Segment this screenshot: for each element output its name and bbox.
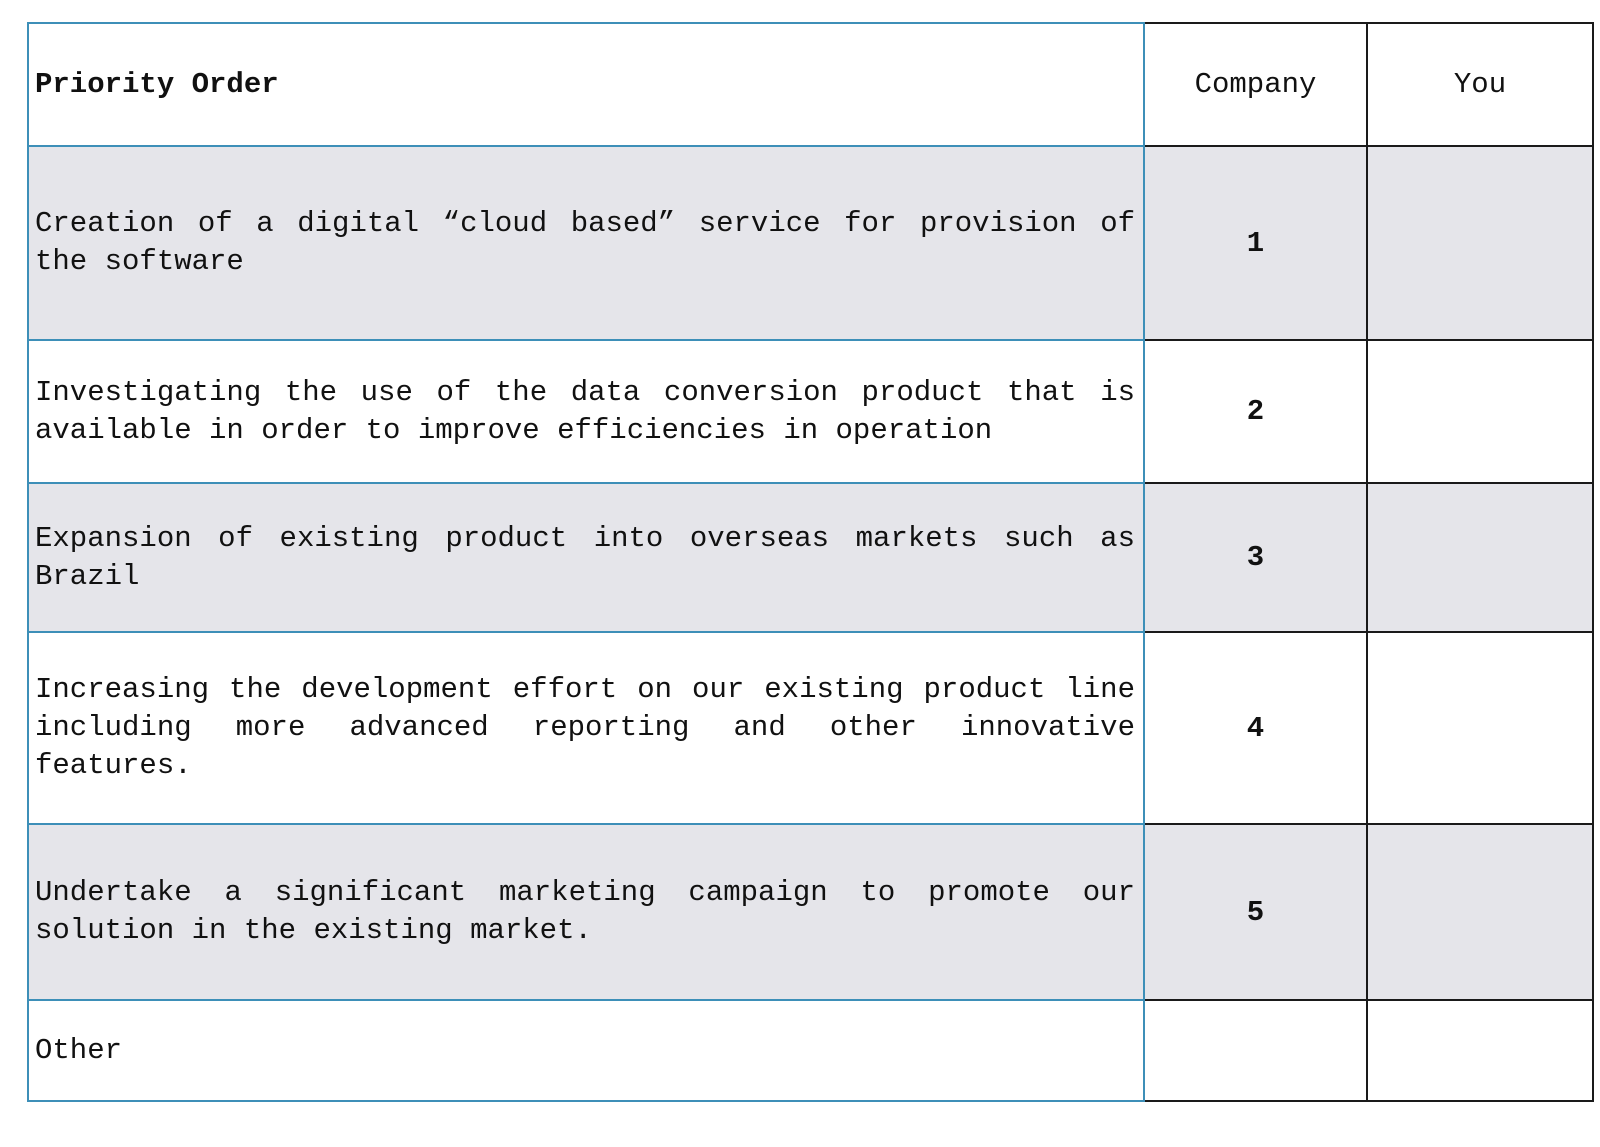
you-rank-cell[interactable] [1366, 145, 1594, 341]
you-rank-cell[interactable] [1366, 482, 1594, 633]
row-description: Undertake a significant marketing campai… [27, 823, 1145, 1001]
priority-order-header: Priority Order [27, 22, 1145, 147]
table-row: Increasing the development effort on our… [27, 631, 1594, 825]
company-rank-cell [1143, 999, 1368, 1102]
company-rank-cell: 4 [1143, 631, 1368, 825]
table-row: Expansion of existing product into overs… [27, 482, 1594, 633]
priority-table: Priority Order Company You Creation of a… [27, 22, 1594, 1102]
table-row: Investigating the use of the data conver… [27, 339, 1594, 484]
company-rank-cell: 3 [1143, 482, 1368, 633]
company-rank-cell: 5 [1143, 823, 1368, 1001]
you-rank-cell[interactable] [1366, 823, 1594, 1001]
you-header: You [1366, 22, 1594, 147]
table-row: Creation of a digital “cloud based” serv… [27, 145, 1594, 341]
header-row: Priority Order Company You [27, 22, 1594, 147]
table-row: Other [27, 999, 1594, 1102]
table-row: Undertake a significant marketing campai… [27, 823, 1594, 1001]
row-description: Investigating the use of the data conver… [27, 339, 1145, 484]
row-description: Creation of a digital “cloud based” serv… [27, 145, 1145, 341]
you-rank-cell[interactable] [1366, 631, 1594, 825]
you-rank-cell[interactable] [1366, 339, 1594, 484]
row-description: Other [27, 999, 1145, 1102]
you-rank-cell[interactable] [1366, 999, 1594, 1102]
company-rank-cell: 2 [1143, 339, 1368, 484]
row-description: Increasing the development effort on our… [27, 631, 1145, 825]
company-header: Company [1143, 22, 1368, 147]
row-description: Expansion of existing product into overs… [27, 482, 1145, 633]
company-rank-cell: 1 [1143, 145, 1368, 341]
